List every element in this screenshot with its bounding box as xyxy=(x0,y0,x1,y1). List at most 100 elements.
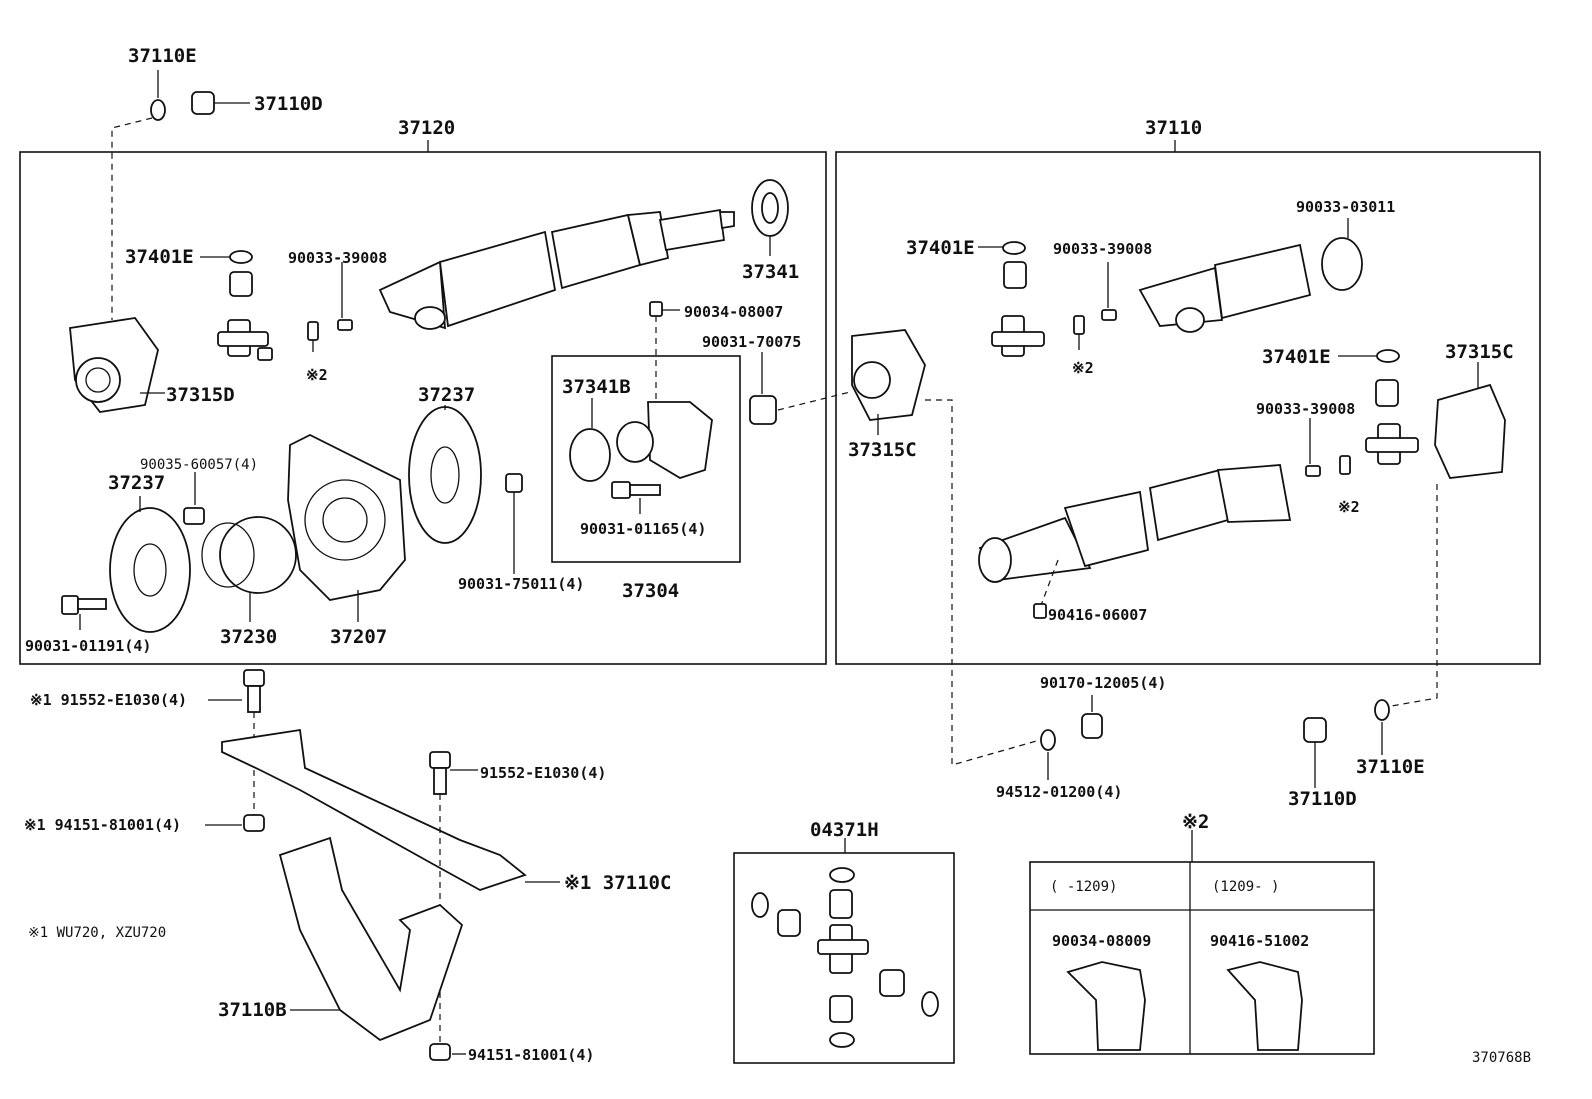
plate-37237-left xyxy=(109,507,191,633)
label-90031-01191: 90031-01191(4) xyxy=(25,637,151,655)
ref2-col1-range: ( -1209) xyxy=(1050,879,1117,895)
label-90033-39008-r1: 90033-39008 xyxy=(1053,240,1152,258)
label-37110D-r: 37110D xyxy=(1288,788,1357,810)
bearing-cup-r1 xyxy=(1003,261,1027,289)
label-ref2-c: ※2 xyxy=(1338,498,1360,516)
label-90416-06007: 90416-06007 xyxy=(1048,606,1147,624)
snap-ring-37401E-r2 xyxy=(1376,349,1400,363)
nut-90170 xyxy=(1081,713,1103,739)
label-90033-39008-l: 90033-39008 xyxy=(288,249,387,267)
bracket-37110C xyxy=(221,728,527,891)
nut-90031-75011 xyxy=(505,473,523,493)
nut-90031-70075 xyxy=(749,395,777,425)
label-37401E-l: 37401E xyxy=(125,246,194,268)
ref2-col1-part: 90034-08009 xyxy=(1052,932,1151,950)
washer-94512 xyxy=(1040,729,1056,751)
flange-yoke-37315D xyxy=(69,317,159,413)
propeller-shaft-front xyxy=(378,208,735,330)
label-94512-01200: 94512-01200(4) xyxy=(996,783,1122,801)
ref2-col2-part: 90416-51002 xyxy=(1210,932,1309,950)
nut-37110D-r xyxy=(1303,717,1327,743)
yoke-37315C-m xyxy=(851,329,926,421)
label-37401E-r1: 37401E xyxy=(906,237,975,259)
grease-fitting-r1 xyxy=(1073,315,1085,350)
box-ref2-table xyxy=(1029,861,1375,1055)
seal-90033-03011 xyxy=(1321,237,1363,291)
label-37237-b: 37237 xyxy=(108,472,165,494)
label-37110C: ※1 37110C xyxy=(564,872,671,894)
label-37110B: 37110B xyxy=(218,999,287,1021)
label-37341B: 37341B xyxy=(562,376,631,398)
label-ref2-a: ※2 xyxy=(306,366,328,384)
nut-94151-l xyxy=(243,814,265,832)
bolt-90031-01165 xyxy=(611,481,661,499)
label-37110E-top: 37110E xyxy=(128,45,197,67)
bolt-91552-r xyxy=(429,751,451,795)
label-91552-l: ※1 91552-E1030(4) xyxy=(30,691,187,709)
label-ref2-b: ※2 xyxy=(1072,359,1094,377)
diagram-code: 370768B xyxy=(1472,1050,1531,1066)
bolt-90033-r2 xyxy=(1305,465,1321,477)
label-90031-70075: 90031-70075 xyxy=(702,333,801,351)
label-90031-75011: 90031-75011(4) xyxy=(458,575,584,593)
label-37110D-top: 37110D xyxy=(254,93,323,115)
snap-ring-37401E-l xyxy=(229,250,253,264)
propeller-shaft-rear-top xyxy=(1138,243,1312,333)
bolt-90031-01191 xyxy=(61,595,107,615)
label-37110E-r: 37110E xyxy=(1356,756,1425,778)
cushion-37207 xyxy=(287,433,406,601)
spider-r2 xyxy=(1365,423,1419,465)
fitting-90034-08007 xyxy=(649,301,663,317)
nut-94151-b xyxy=(429,1043,451,1061)
bearing-cup-l xyxy=(229,271,253,297)
grease-fitting-r2 xyxy=(1339,455,1351,475)
box-37304 xyxy=(551,355,741,563)
label-37207: 37207 xyxy=(330,626,387,648)
fitting-90416-06007 xyxy=(1033,603,1047,619)
label-37120: 37120 xyxy=(398,117,455,139)
box-37120 xyxy=(19,151,827,665)
washer-37110E-r xyxy=(1374,699,1390,721)
propeller-shaft-rear-bottom xyxy=(978,464,1292,583)
bearing-37230 xyxy=(201,516,297,594)
ref2-col2-range: (1209- ) xyxy=(1212,879,1279,895)
label-90033-39008-r2: 90033-39008 xyxy=(1256,400,1355,418)
bolt-91552-l xyxy=(243,669,265,713)
label-37110: 37110 xyxy=(1145,117,1202,139)
label-91552-r: 91552-E1030(4) xyxy=(480,764,606,782)
yoke-37315C-r xyxy=(1434,383,1506,479)
washer-37110E-top xyxy=(150,99,166,121)
kit-04371H-parts xyxy=(751,867,939,1048)
seal-37341B xyxy=(569,428,611,482)
label-37315C-r: 37315C xyxy=(1445,341,1514,363)
nut-37110D-top xyxy=(191,91,215,115)
label-90034-08007: 90034-08007 xyxy=(684,303,783,321)
fitting-90034-08009 xyxy=(1066,961,1146,1051)
label-90031-01165: 90031-01165(4) xyxy=(580,520,706,538)
bolt-90033-r1 xyxy=(1101,309,1117,321)
note-applicable-models: ※1 WU720, XZU720 xyxy=(28,925,166,941)
label-90170-12005: 90170-12005(4) xyxy=(1040,674,1166,692)
label-37315C-m: 37315C xyxy=(848,439,917,461)
snap-ring-37401E-r1 xyxy=(1002,241,1026,255)
box-37110 xyxy=(835,151,1541,665)
grease-fitting-l xyxy=(307,321,319,352)
bolt-90033-l xyxy=(337,319,353,331)
spider-l xyxy=(217,319,273,361)
bolt-90035 xyxy=(183,507,205,525)
spider-r1 xyxy=(991,315,1045,357)
label-37315D: 37315D xyxy=(166,384,235,406)
label-37237-a: 37237 xyxy=(418,384,475,406)
label-90033-03011: 90033-03011 xyxy=(1296,198,1395,216)
housing-37304 xyxy=(616,401,713,479)
label-37304: 37304 xyxy=(622,580,679,602)
box-04371H xyxy=(733,852,955,1064)
label-37341: 37341 xyxy=(742,261,799,283)
label-94151-l: ※1 94151-81001(4) xyxy=(24,816,181,834)
bearing-cup-r2 xyxy=(1375,379,1399,407)
label-90035-60057: 90035-60057(4) xyxy=(140,457,258,473)
label-37230: 37230 xyxy=(220,626,277,648)
label-37401E-r2: 37401E xyxy=(1262,346,1331,368)
